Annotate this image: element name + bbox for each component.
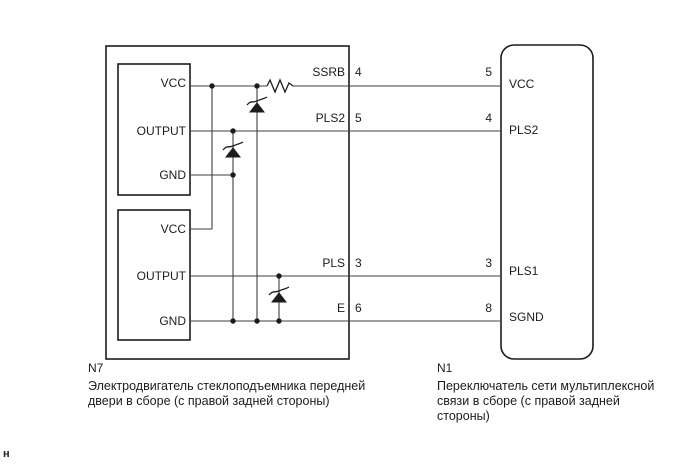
- n7-description-line-1: Электродвигатель стеклоподъемника передн…: [88, 379, 366, 393]
- n7-component-box: [105, 45, 350, 360]
- n1-pin-vcc: VCC: [509, 77, 535, 91]
- wire-label-pls: PLS: [322, 256, 345, 270]
- n7-pin-number-pls: 3: [355, 256, 362, 270]
- n1-component-code: N1: [437, 361, 453, 375]
- junction-dot: [254, 83, 260, 89]
- n1-pin-pls2: PLS2: [509, 123, 539, 137]
- zener-diode-icon: [246, 96, 268, 113]
- n1-pin-number-sgnd: 8: [485, 301, 492, 315]
- junction-dot: [276, 273, 282, 279]
- junction-dots: [209, 83, 282, 324]
- wire-lines: [190, 85, 501, 322]
- n1-pin-pls1: PLS1: [509, 264, 539, 278]
- junction-dot: [230, 128, 236, 134]
- corner-note: н: [3, 448, 10, 460]
- n7-component-description: Электродвигатель стеклоподъемника передн…: [88, 379, 365, 409]
- junction-dot: [209, 83, 215, 89]
- zener-diode-icon: [222, 141, 244, 158]
- n1-pin-number-pls2: 4: [485, 111, 492, 125]
- n7-pin-number-e: 6: [355, 301, 362, 315]
- n1-pin-number-vcc: 5: [485, 65, 492, 79]
- n7-upper-pin-gnd: GND: [159, 168, 186, 182]
- n7-upper-pin-vcc: VCC: [160, 76, 186, 90]
- n1-component-box: [500, 44, 594, 360]
- n7-lower-motor-block: [117, 209, 191, 341]
- n7-component-code: N7: [88, 361, 104, 375]
- n7-lower-pin-output: OUTPUT: [136, 269, 186, 283]
- zener-diode-icon: [268, 286, 290, 303]
- wire-label-e: E: [336, 301, 345, 315]
- resistor-icon: [266, 78, 294, 94]
- n7-lower-pin-gnd: GND: [159, 314, 186, 328]
- n1-pin-sgnd: SGND: [509, 310, 544, 324]
- n7-pin-number-pls2: 5: [355, 111, 362, 125]
- n7-upper-motor-block: [117, 63, 191, 196]
- n1-description-line-1: Переключатель сети мультиплексной: [437, 379, 655, 393]
- wire-label-ssrb: SSRB: [312, 65, 345, 79]
- junction-dot: [276, 318, 282, 324]
- n1-description-line-2: связи в сборе (с правой задней: [437, 394, 620, 408]
- n7-upper-pin-output: OUTPUT: [136, 124, 186, 138]
- n7-pin-number-ssrb: 4: [355, 65, 362, 79]
- n7-description-line-2: двери в сборе (с правой задней стороны): [88, 394, 330, 408]
- n1-component-description: Переключатель сети мультиплексной связи …: [437, 379, 654, 424]
- junction-dot: [230, 172, 236, 178]
- junction-dot: [230, 318, 236, 324]
- n7-lower-pin-vcc: VCC: [160, 222, 186, 236]
- n1-pin-number-pls1: 3: [485, 256, 492, 270]
- n1-description-line-3: стороны): [437, 409, 490, 423]
- junction-dot: [254, 318, 260, 324]
- wire-label-pls2: PLS2: [315, 111, 345, 125]
